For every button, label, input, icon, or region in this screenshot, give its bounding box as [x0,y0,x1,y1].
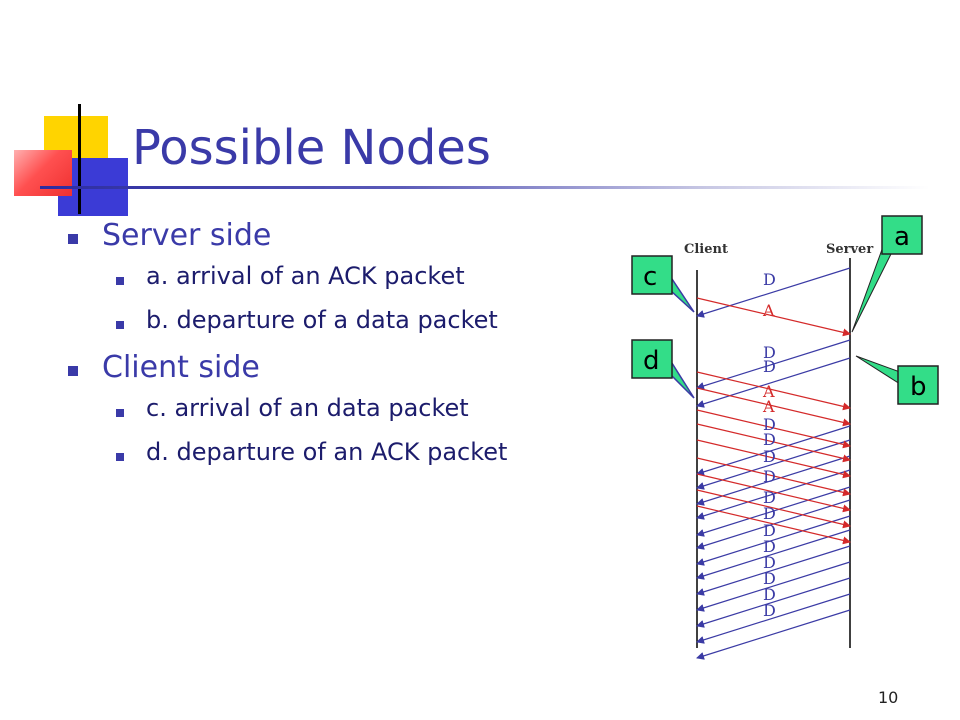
bullet-item: b. departure of a data packet [68,306,628,350]
bullet-square-icon [116,409,124,417]
packet-label: A [762,397,775,416]
callout-b-pointer [855,355,901,385]
ack-packet-arrow [696,489,851,529]
data-packet-arrow [696,469,851,520]
slide-title: Possible Nodes [132,120,491,176]
ack-packet-arrow [696,297,851,337]
bullet-text: a. arrival of an ACK packet [146,262,465,290]
server-label: Server [826,242,873,257]
packet-label: D [763,521,776,540]
bullet-square-icon [116,453,124,461]
packet-label: A [762,382,775,401]
callout-c-box [631,255,673,295]
bullet-list: Server side a. arrival of an ACK packet … [68,218,628,482]
packet-label: D [763,430,776,449]
ack-packet-arrow [696,409,851,449]
data-packet-arrow [696,593,851,644]
bullet-text: Server side [102,218,272,253]
packet-label: D [763,585,776,604]
packet-label: D [763,270,776,289]
ack-packet-arrow [696,505,851,545]
callout-c-pointer [669,273,695,313]
callout-a-box [881,215,923,255]
ack-packet-arrow [696,423,851,463]
bullet-square-icon [116,321,124,329]
data-packet-arrow [696,425,851,476]
data-packet-arrow [696,357,851,408]
packet-label: D [763,357,776,376]
data-packet-arrow [696,529,851,580]
bullet-item: d. departure of an ACK packet [68,438,628,482]
callout-b-label: b [910,372,927,402]
packet-label: D [763,343,776,362]
ack-packet-arrow [696,439,851,479]
bullet-square-icon [68,234,78,244]
packet-label: D [763,601,776,620]
callout-d-pointer [669,357,695,399]
packet-label: D [763,537,776,556]
callout-d-box [631,339,673,379]
bullet-item: Client side [68,350,628,394]
bullet-item: a. arrival of an ACK packet [68,262,628,306]
page-number: 10 [878,688,899,707]
decor-vertical-line [78,104,81,214]
packet-label: D [763,553,776,572]
packet-arrows [696,267,851,660]
packet-label: A [762,301,775,320]
bullet-square-icon [68,366,78,376]
data-packet-arrow [696,267,851,318]
callout-a-label: a [894,222,910,252]
bullet-square-icon [116,277,124,285]
packet-label: D [763,569,776,588]
packet-label: D [763,447,776,466]
data-packet-arrow [696,339,851,390]
packet-label: D [763,488,776,507]
data-packet-arrow [696,561,851,612]
callout-a-pointer [851,243,897,333]
ack-packet-arrow [696,473,851,513]
packet-label: D [763,415,776,434]
bullet-item: Server side [68,218,628,262]
data-packet-arrow [696,545,851,596]
callout-c-label: c [643,262,657,292]
bullet-text: d. departure of an ACK packet [146,438,508,466]
packet-labels: D A D D A A D D D D D D D D D D D D [762,270,776,620]
title-underline [40,186,930,189]
bullet-item: c. arrival of an data packet [68,394,628,438]
bullet-text: b. departure of a data packet [146,306,498,334]
ack-packet-arrow [696,371,851,411]
bullet-text: c. arrival of an data packet [146,394,469,422]
bullet-text: Client side [102,350,260,385]
data-packet-arrow [696,609,851,660]
data-packet-arrow [696,577,851,628]
client-label: Client [684,242,728,257]
ack-packet-arrow [696,457,851,497]
data-packet-arrow [696,515,851,566]
data-packet-arrow [696,486,851,537]
packet-label: D [763,504,776,523]
callout-b-box [897,365,939,405]
ack-packet-arrow [696,387,851,427]
packet-label: D [763,467,776,486]
callout-d-label: d [643,346,660,376]
